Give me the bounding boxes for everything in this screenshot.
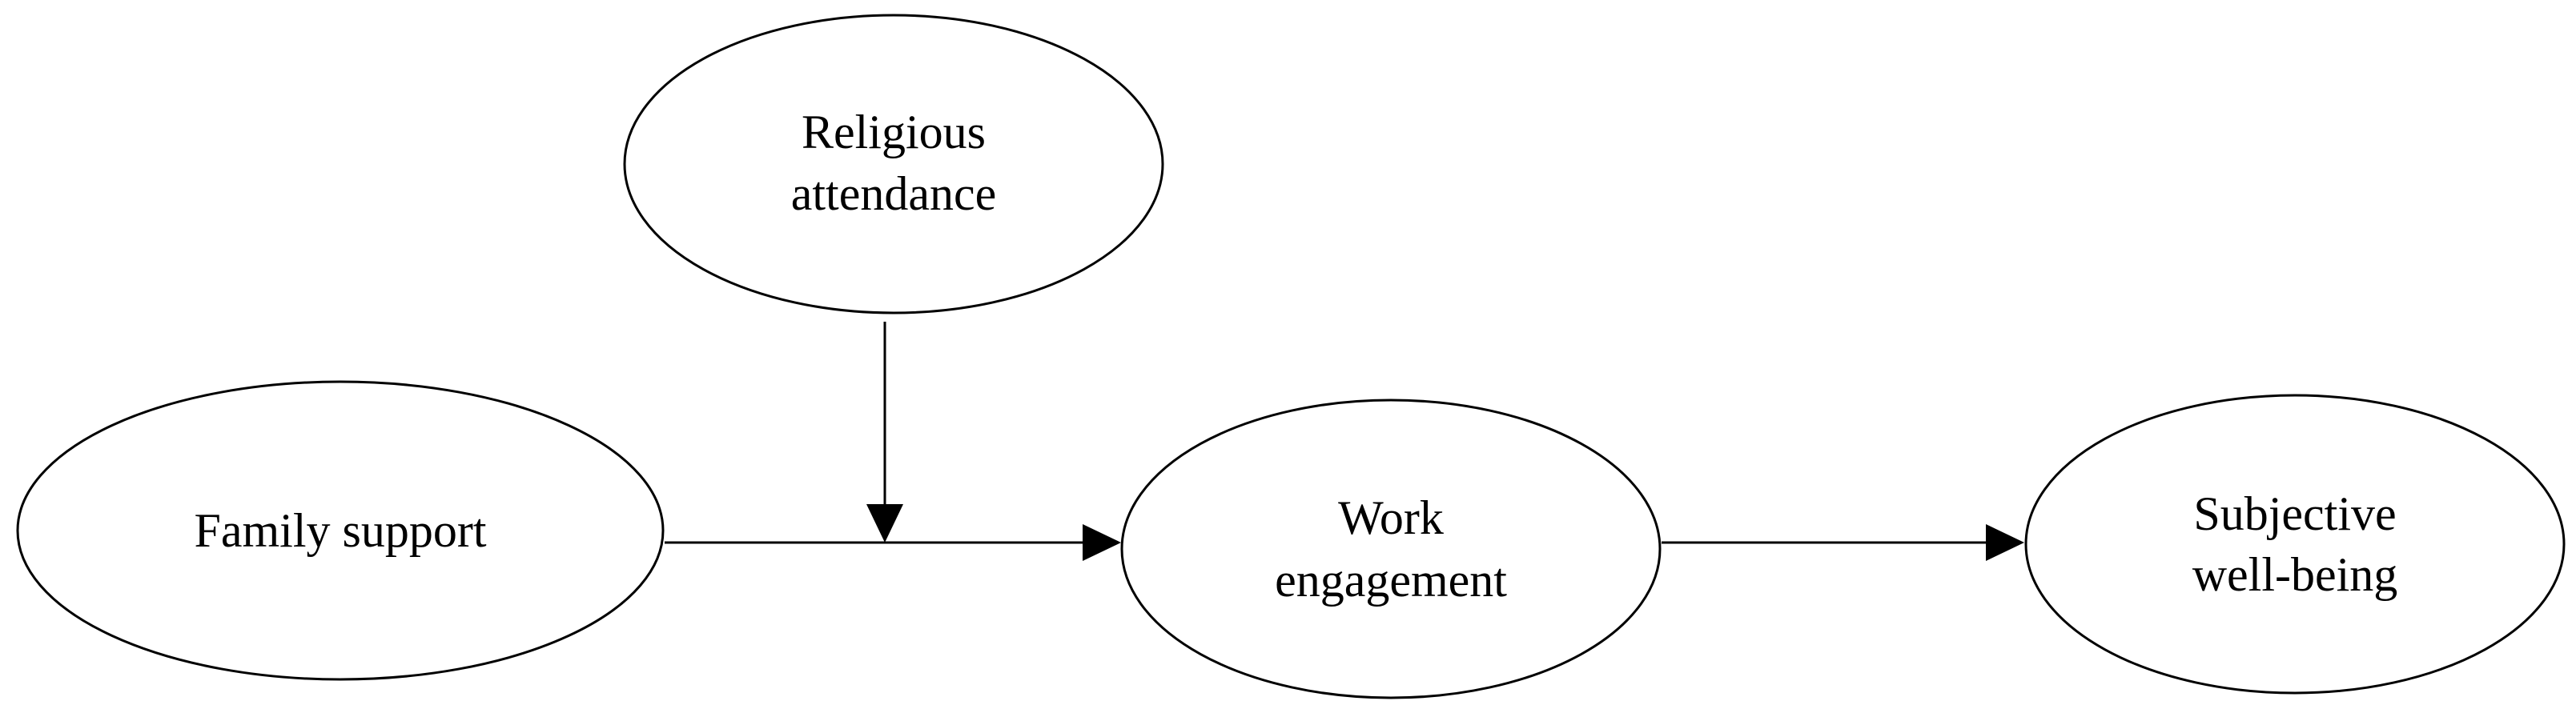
arrowhead-family-to-work	[1083, 524, 1121, 561]
node-religious-attendance: Religious attendance	[623, 14, 1164, 314]
label-religious-attendance-line2: attendance	[791, 167, 997, 220]
edge-family-to-work	[665, 524, 1121, 561]
label-family-support: Family support	[194, 504, 486, 557]
ellipse-subjective-well-being	[2024, 394, 2566, 695]
ellipse-family-support	[16, 380, 665, 681]
node-family-support: Family support	[16, 380, 665, 681]
label-work-engagement-line1: Work	[1338, 491, 1444, 544]
label-work-engagement-line2: engagement	[1275, 554, 1507, 607]
arrowhead-religious-moderation	[866, 504, 903, 543]
arrowhead-work-to-wellbeing	[1986, 524, 2024, 561]
ellipse-work-engagement	[1120, 399, 1662, 699]
label-subjective-well-being-line1: Subjective	[2193, 487, 2396, 540]
label-subjective-well-being-line2: well-being	[2192, 548, 2398, 601]
node-subjective-well-being: Subjective well-being	[2024, 394, 2566, 695]
label-religious-attendance-line1: Religious	[802, 106, 986, 158]
node-work-engagement: Work engagement	[1120, 399, 1662, 699]
edge-work-to-wellbeing	[1662, 524, 2024, 561]
edge-religious-moderation	[866, 322, 903, 543]
ellipse-religious-attendance	[623, 14, 1164, 314]
